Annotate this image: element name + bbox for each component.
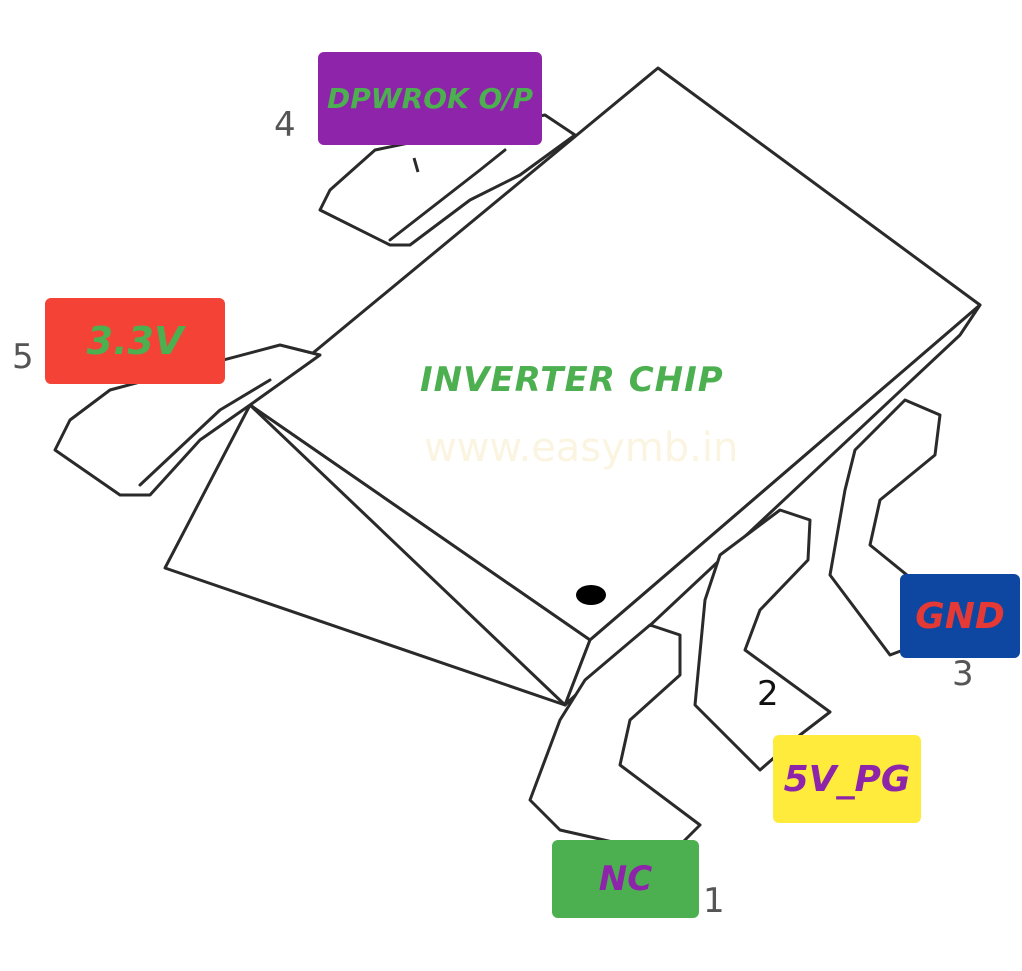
pin-2-label: 5V_PG: [773, 735, 921, 823]
pin-2-lead: [693, 508, 832, 772]
pin-4-label: DPWROK O/P: [318, 52, 542, 145]
pin-3-label: GND: [900, 574, 1020, 658]
pin-1-label: NC: [552, 840, 699, 918]
pin-number-5: 5: [12, 337, 34, 377]
pin-4-lead: [318, 113, 577, 247]
connection-dot: [128, 459, 140, 471]
pin-1-marker-dot: [576, 585, 606, 605]
pin-number-1: 1: [703, 881, 725, 921]
pin-number-2: 2: [757, 674, 779, 714]
pin-number-3: 3: [952, 654, 974, 694]
pin-5-label: 3.3V: [45, 298, 225, 384]
pin-number-4: 4: [274, 105, 296, 145]
chip-body: [163, 66, 982, 707]
chip-title: INVERTER CHIP: [420, 360, 724, 400]
chip-end-face: [563, 303, 982, 707]
watermark: www.easymb.in: [424, 425, 739, 471]
pin-1-lead: [528, 623, 702, 857]
